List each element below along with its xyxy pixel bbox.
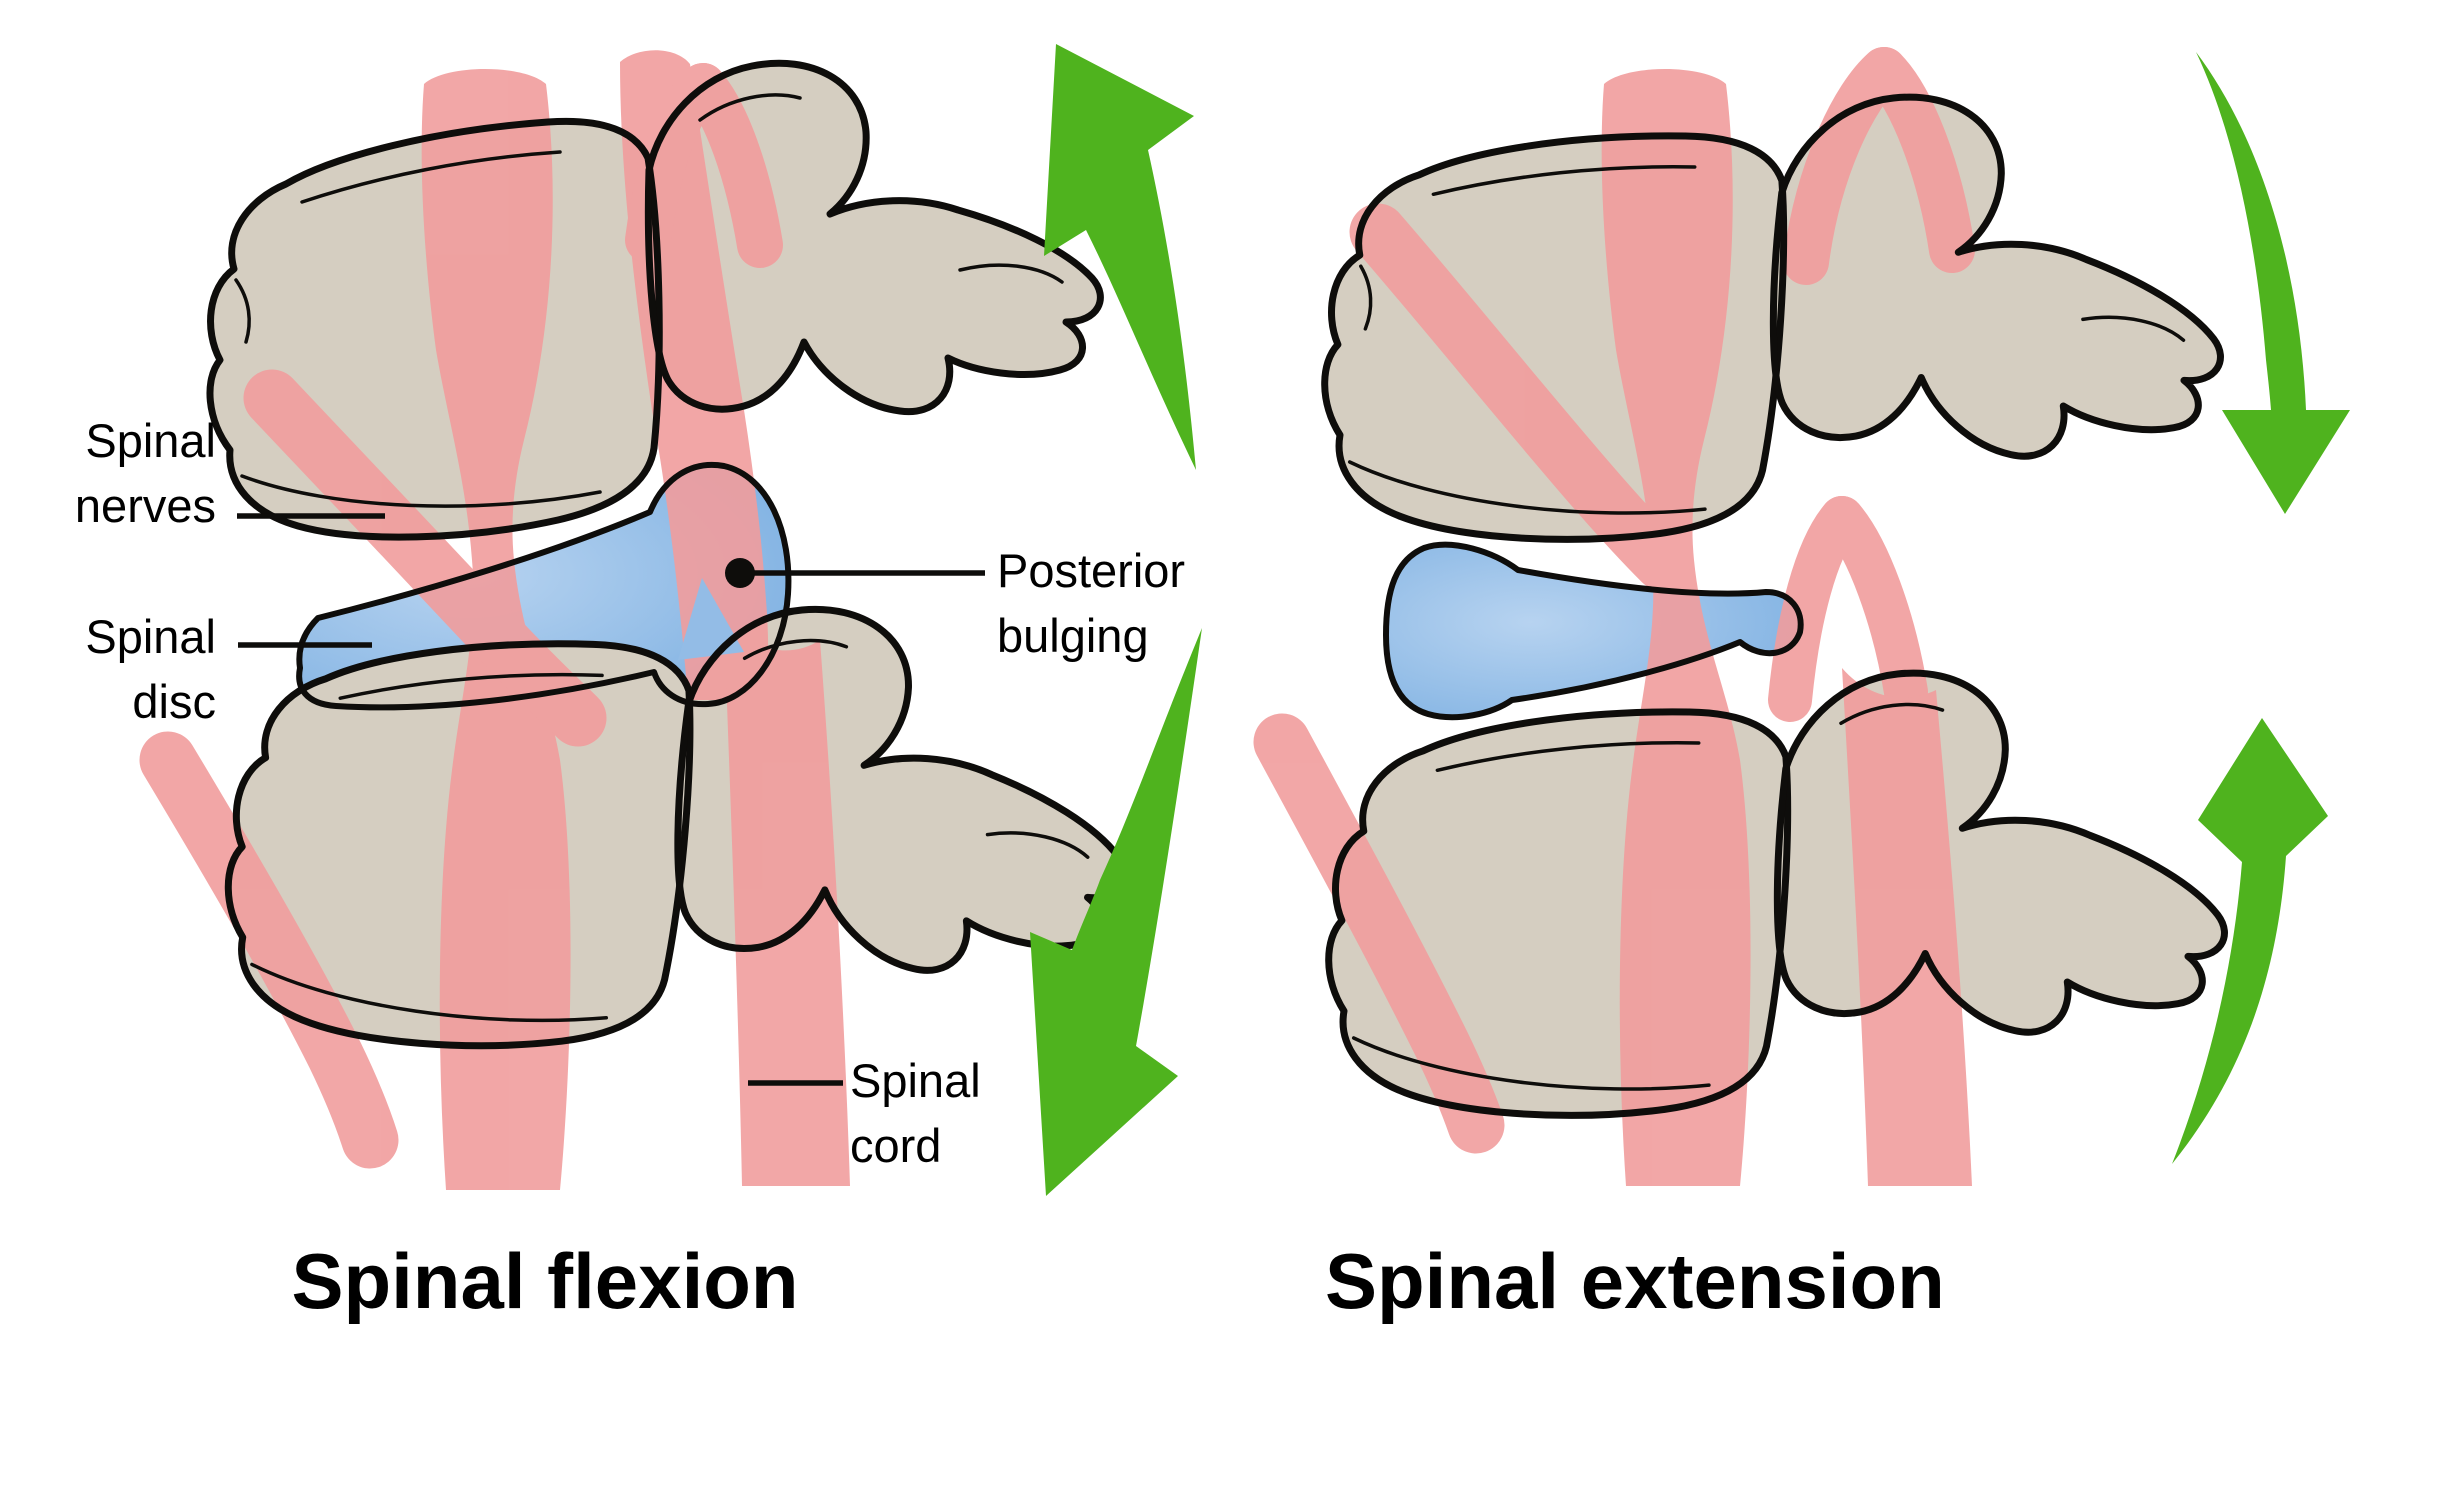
flexion-arrow-down-icon — [1030, 628, 1202, 1196]
extension-nerve-arch-lower-right-leg — [1820, 496, 1928, 714]
label-line: Spinal — [850, 1054, 981, 1107]
flexion-nerve-arch-right-leg — [680, 63, 783, 268]
title-spinal-flexion: Spinal flexion — [291, 1237, 799, 1325]
extension-arrow-up-icon — [2172, 718, 2328, 1164]
flexion-spinal-nerve-lower — [139, 731, 399, 1169]
flexion-spinal-cord-lower — [724, 620, 850, 1186]
title-spinal-extension: Spinal extension — [1325, 1237, 1945, 1325]
extension-arrow-down-icon — [2196, 52, 2350, 514]
spinal-cord-and-nerves — [139, 47, 1975, 1190]
posterior-bulging-dot — [725, 558, 755, 588]
flexion-arrow-up-icon — [1044, 44, 1196, 470]
label-line: nerves — [74, 479, 216, 532]
label-line: Spinal — [85, 610, 216, 663]
label-spinal-disc: Spinal disc — [30, 604, 216, 734]
label-posterior-bulging: Posterior bulging — [997, 538, 1185, 668]
leader-lines — [237, 513, 985, 1086]
label-line: disc — [132, 675, 216, 728]
extension-cord-band-left — [1601, 69, 1751, 1186]
label-spinal-cord: Spinal cord — [850, 1048, 981, 1178]
disc-extension-fill — [1386, 544, 1801, 718]
extension-nerve-arch-upper-right-leg — [1861, 47, 1975, 273]
label-line: Spinal — [85, 414, 216, 467]
extension-spinal-cord-lower — [1842, 668, 1972, 1186]
label-line: bulging — [997, 609, 1149, 662]
label-line: Posterior — [997, 544, 1186, 597]
label-spinal-nerves: Spinal nerves — [30, 408, 216, 538]
label-line: cord — [850, 1119, 942, 1172]
extension-spinal-nerve-lower — [1253, 713, 1505, 1154]
